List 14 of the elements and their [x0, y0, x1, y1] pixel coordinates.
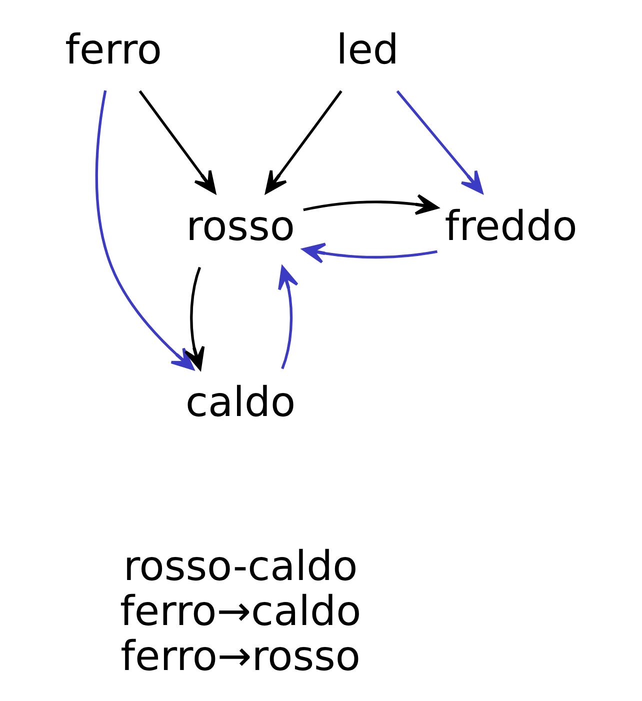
arrow	[302, 242, 437, 264]
node-text: caldo	[185, 378, 296, 426]
node-text: ferro	[64, 26, 162, 74]
node-text: freddo	[444, 202, 577, 250]
arrow	[396, 90, 483, 194]
arrow	[94, 90, 194, 370]
label: rosso-caldo	[122, 542, 358, 590]
arrow	[138, 90, 216, 194]
node-text: rosso	[186, 202, 294, 250]
arrow	[264, 90, 342, 194]
arrow	[184, 266, 204, 370]
arrow	[302, 194, 438, 215]
arrow	[278, 266, 298, 370]
node-text: led	[336, 26, 398, 74]
